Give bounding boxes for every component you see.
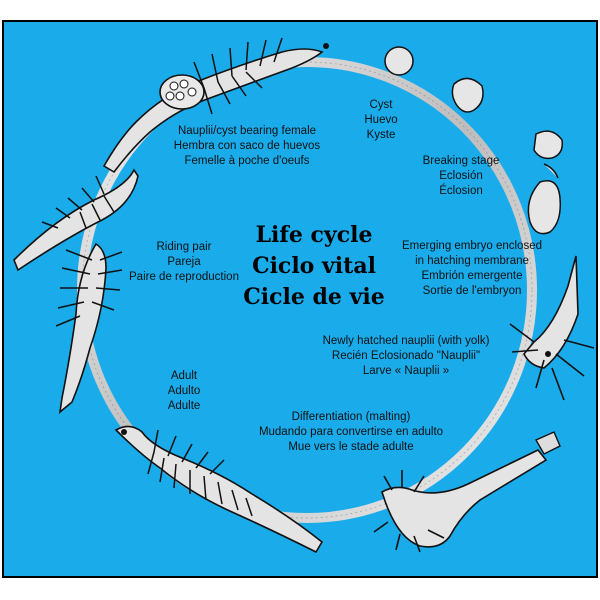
differentiating-larva-icon (373, 431, 561, 553)
label-cyst: Cyst Huevo Kyste (364, 99, 398, 141)
egg-bearing-female-icon (102, 37, 329, 174)
life-cycle-illustration (13, 37, 595, 554)
label-breaking-stage: Breaking stage Eclosión Éclosion (422, 155, 500, 197)
egg-sac-icon (159, 74, 205, 110)
emerging-embryo-icon (527, 180, 562, 235)
cyst-breaking-icon (533, 130, 564, 179)
cyst-cracking-icon (451, 77, 484, 113)
title-english: Life cycle (255, 222, 373, 248)
riding-pair-icon (13, 168, 139, 414)
title-spanish: Ciclo vital (252, 253, 376, 279)
label-newly-hatched-nauplii: Newly hatched nauplii (with yolk) Recién… (322, 335, 490, 377)
label-differentiation: Differentiation (malting) Mudando para c… (258, 411, 444, 453)
adult-icon (114, 425, 324, 554)
diagram-title: Life cycle Ciclo vital Cicle de vie (194, 220, 434, 313)
cyst-icon (384, 46, 414, 76)
label-adult: Adult Adulto Adulte (167, 370, 201, 412)
life-cycle-panel: Life cycle Ciclo vital Cicle de vie Cyst… (2, 20, 598, 578)
label-egg-bearing-female: Nauplii/cyst bearing female Hembra con s… (173, 125, 321, 167)
title-french: Cicle de vie (243, 284, 385, 310)
label-riding-pair: Riding pair Pareja Paire de reproduction (129, 241, 239, 283)
label-emerging-embryo: Emerging embryo enclosed in hatching mem… (402, 240, 542, 297)
nauplius-icon (509, 255, 595, 401)
